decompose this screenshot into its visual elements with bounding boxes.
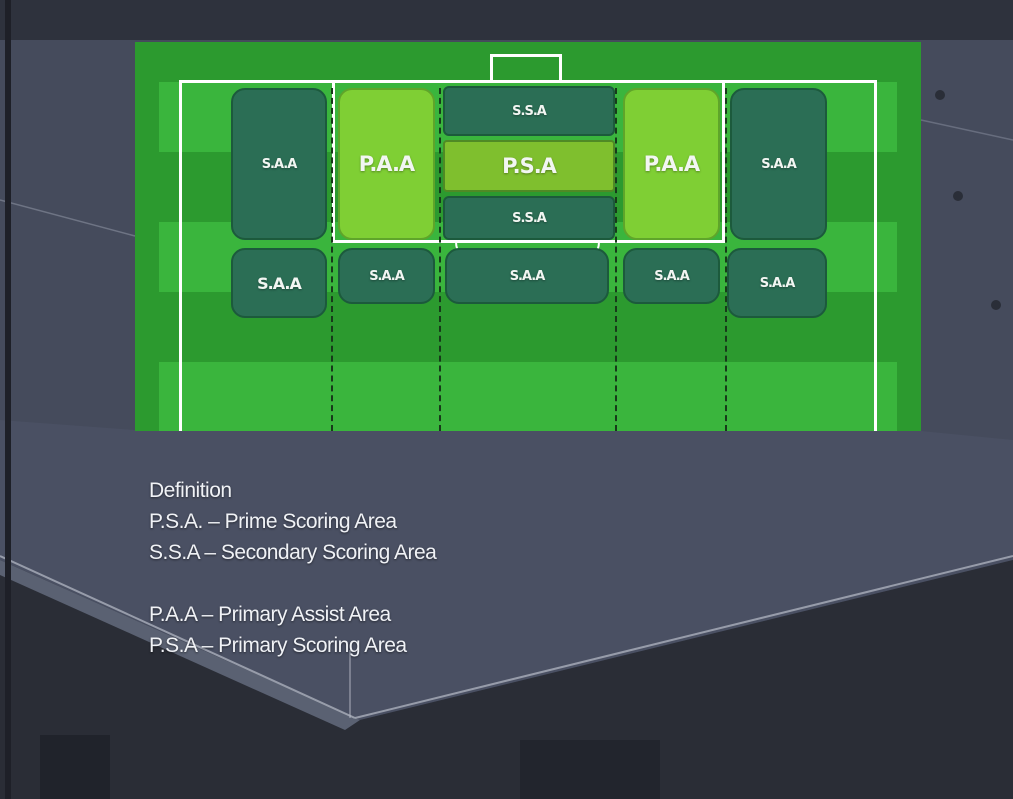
touchline-right: [874, 80, 877, 431]
zone-ssa-top: S.S.A: [443, 86, 615, 136]
zone-saa-bottom-right: S.A.A: [727, 248, 827, 318]
zone-saa-bottom-center: S.A.A: [445, 248, 609, 304]
touchline-left: [179, 80, 182, 431]
pitch-stripe: [159, 362, 897, 431]
zone-saa-top-right: S.A.A: [730, 88, 827, 240]
penalty-box-line: [332, 240, 725, 243]
zone-paa-left: P.A.A: [338, 88, 435, 240]
channel-divider: [439, 88, 441, 431]
zone-saa-top-left: S.A.A: [231, 88, 327, 240]
legend-line-psa-primary: P.S.A – Primary Scoring Area: [149, 634, 407, 657]
legend-line-ssa: S.S.A – Secondary Scoring Area: [149, 541, 437, 564]
zone-psa-center: P.S.A: [443, 140, 615, 192]
legend-line-paa: P.A.A – Primary Assist Area: [149, 603, 391, 626]
goal-line: [179, 80, 877, 83]
channel-divider: [331, 88, 333, 431]
zone-ssa-lower: S.S.A: [443, 196, 615, 240]
legend-line-psa-prime: P.S.A. – Prime Scoring Area: [149, 510, 397, 533]
zone-saa-bottom-left-inner: S.A.A: [338, 248, 435, 304]
zone-saa-bottom-left: S.A.A: [231, 248, 327, 318]
zone-saa-bottom-right-inner: S.A.A: [623, 248, 720, 304]
legend-heading: Definition: [149, 479, 232, 502]
channel-divider: [615, 88, 617, 431]
penalty-box-right-edge: [722, 80, 725, 243]
zone-paa-right: P.A.A: [623, 88, 720, 240]
pitch-diagram: S.A.A P.A.A S.S.A P.S.A S.S.A P.A.A S.A.…: [135, 42, 921, 431]
channel-divider: [725, 88, 727, 431]
definition-legend: Definition P.S.A. – Prime Scoring Area S…: [149, 475, 437, 661]
penalty-box-left-edge: [332, 80, 335, 243]
goal-box: [490, 54, 562, 80]
